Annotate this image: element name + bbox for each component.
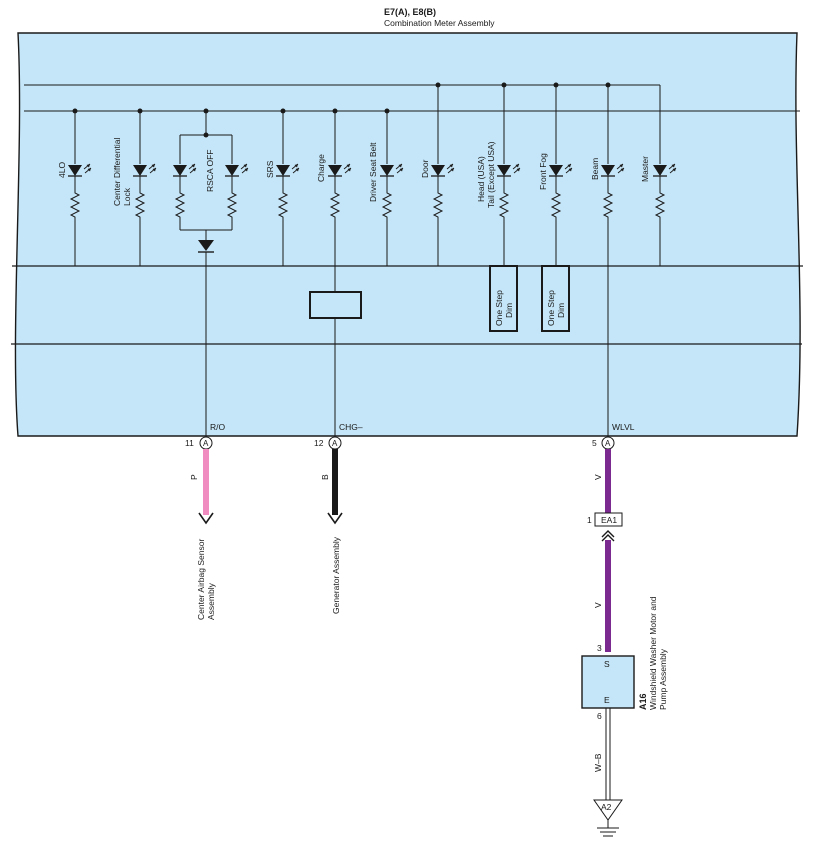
dim-box-front-fog: One Step Dim	[541, 265, 570, 332]
svg-text:P: P	[189, 474, 199, 480]
wire-pink: P	[189, 449, 214, 525]
dest-airbag-line2: Assembly	[206, 582, 216, 620]
label-rsca-off: RSCA OFF	[205, 149, 215, 192]
label-driver-seat-belt: Driver Seat Belt	[368, 142, 378, 202]
pin-5: 5 A	[592, 436, 615, 450]
wire-black: B	[320, 449, 343, 525]
svg-text:1: 1	[587, 515, 592, 525]
label-master: Master	[640, 156, 650, 182]
pin-12: 12 A	[314, 436, 342, 450]
svg-text:11: 11	[185, 438, 194, 448]
ground-a2: A2	[593, 799, 623, 837]
indicator-center-diff-lock	[132, 111, 157, 266]
label-center-diff-line1: Center Differential	[112, 138, 122, 206]
washer-motor-box: 3 S E 6	[581, 643, 635, 721]
svg-text:A: A	[332, 439, 338, 448]
label-head-usa: Head (USA)	[476, 156, 486, 202]
svg-text:One Step: One Step	[546, 290, 556, 326]
indicator-door	[430, 85, 455, 266]
label-front-fog: Front Fog	[538, 153, 548, 190]
indicator-master	[652, 140, 677, 266]
svg-text:3: 3	[597, 643, 602, 653]
pin-11: 11 A	[185, 436, 213, 450]
svg-text:A: A	[203, 439, 209, 448]
svg-text:12: 12	[314, 438, 324, 448]
washer-name-line1: Windshield Washer Motor and	[648, 596, 658, 710]
svg-text:V: V	[593, 474, 603, 480]
dim-box-head: One Step Dim	[489, 265, 518, 332]
terminal-wlvl: WLVL	[612, 422, 635, 432]
wire-violet: V V	[593, 449, 611, 652]
indicator-srs	[275, 111, 300, 266]
svg-text:Dim: Dim	[556, 303, 566, 318]
label-center-diff-line2: Lock	[122, 187, 132, 206]
label-tail-except-usa: Tail (Except USA)	[486, 141, 496, 208]
terminal-chg: CHG–	[339, 422, 363, 432]
wire-white-black: W–B	[593, 708, 611, 800]
svg-text:B: B	[320, 474, 330, 480]
svg-text:5: 5	[592, 438, 597, 448]
indicator-beam	[600, 85, 625, 436]
indicator-4lo	[67, 111, 92, 266]
svg-text:W–B: W–B	[593, 753, 603, 772]
dest-airbag-line1: Center Airbag Sensor	[196, 539, 206, 620]
combination-meter-panel	[14, 32, 801, 437]
svg-text:Dim: Dim	[504, 303, 514, 318]
washer-name-line2: Pump Assembly	[658, 648, 668, 710]
junction-ea1: 1 EA1	[587, 512, 623, 542]
svg-text:EA1: EA1	[601, 515, 617, 525]
terminal-ro: R/O	[210, 422, 226, 432]
indicator-driver-seat-belt	[379, 111, 404, 266]
svg-text:A2: A2	[601, 802, 612, 812]
indicator-front-fog	[548, 85, 573, 266]
svg-text:A: A	[605, 439, 611, 448]
svg-text:V: V	[593, 602, 603, 608]
label-beam: Beam	[590, 158, 600, 180]
washer-code: A16	[638, 693, 648, 710]
label-door: Door	[420, 159, 430, 178]
connector-codes: E7(A), E8(B)	[384, 7, 436, 17]
indicator-rsca-off	[172, 111, 249, 436]
svg-text:E: E	[604, 695, 610, 705]
indicator-charge	[309, 111, 362, 436]
label-4lo: 4LO	[57, 162, 67, 178]
dest-generator: Generator Assembly	[331, 536, 341, 614]
label-srs: SRS	[265, 160, 275, 178]
label-charge: Charge	[316, 154, 326, 182]
svg-text:S: S	[604, 659, 610, 669]
indicator-head-tail	[496, 85, 521, 266]
svg-text:6: 6	[597, 711, 602, 721]
assembly-name: Combination Meter Assembly	[384, 18, 495, 28]
svg-text:One Step: One Step	[494, 290, 504, 326]
